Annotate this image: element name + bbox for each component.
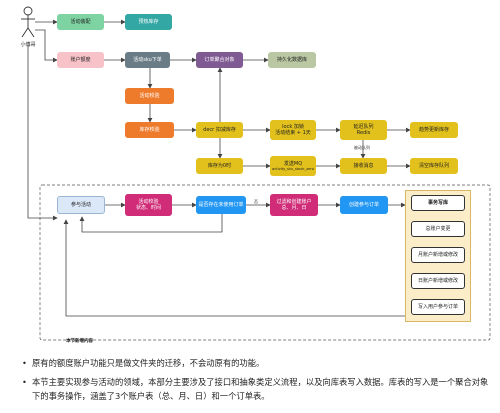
tx-item-day: 日账户新增或修改: [411, 273, 465, 289]
delay-queue-label-1: 延迟队列: [353, 123, 374, 130]
tx-item-month-label: 月账户新增或修改: [417, 251, 458, 258]
account-quota-node: 账户额度: [57, 52, 104, 68]
activity-check-label: 活动校验: [139, 92, 160, 99]
activity-check-node: 活动校验: [125, 88, 174, 104]
activity-sku-order-label: 活动sku下单: [133, 56, 162, 63]
filter-account-label-1: 过滤和创建账户: [276, 198, 312, 205]
tx-item-order: 写入用户参与订单: [411, 299, 465, 315]
activity-assembly-node: 活动装配: [57, 14, 104, 30]
decr-deduct-node: decr 扣减库存: [196, 122, 243, 138]
unused-order-node: 是否存在未使用订单: [196, 196, 246, 214]
edge-label-no: 否: [254, 199, 258, 204]
warmup-inventory-label: 预热库存: [138, 18, 159, 25]
note-item: • 原有的额度账户功能只是做文件夹的迁移，不会动原有的功能。: [22, 356, 492, 371]
inventory-check-label: 库存校验: [139, 126, 160, 133]
note-text-1: 原有的额度账户功能只是做文件夹的迁移，不会动原有的功能。: [32, 358, 265, 368]
inventory-zero-node: 库存为0时: [196, 158, 243, 174]
order-aggregate-node: 订单聚合对象: [196, 52, 243, 68]
tx-title-label: 事务写库: [427, 199, 448, 206]
trend-update-node: 趋势更新库存: [410, 122, 458, 138]
activity-check2-label-1: 活动校验: [138, 198, 159, 205]
participate-label: 参与活动: [70, 201, 91, 208]
bullet-icon: •: [22, 358, 27, 368]
note-text-2: 本节主要实现参与活动的领域，本部分主要涉及了接口和抽象类定义流程，以及向库表写入…: [32, 376, 489, 402]
activity-assembly-label: 活动装配: [70, 18, 91, 25]
persist-db-label: 持久化数据库: [276, 56, 307, 63]
activity-sku-order-node: 活动sku下单: [125, 52, 170, 68]
lock-label-1: lock 加锁: [282, 123, 304, 130]
inventory-check-node: 库存校验: [125, 122, 174, 138]
filter-account-node: 过滤和创建账户 总、月、日: [270, 194, 318, 216]
tx-item-total-label: 总账户变更: [425, 225, 451, 232]
trend-update-label: 趋势更新库存: [418, 126, 449, 133]
activity-check2-node: 活动校验 状态、时间: [125, 194, 172, 216]
tx-title-node: 事务写库: [411, 195, 465, 211]
warmup-inventory-node: 预热库存: [125, 14, 172, 30]
tx-item-order-label: 写入用户参与订单: [417, 303, 458, 310]
decr-deduct-label: decr 扣减库存: [203, 126, 236, 133]
delay-queue-label-2: Redis: [356, 130, 371, 136]
bullet-icon: •: [22, 376, 27, 387]
clear-queue-node: 清空库存队列: [410, 158, 458, 174]
notes-list: • 原有的额度账户功能只是做文件夹的迁移，不会动原有的功能。 • 本节主要实现参…: [22, 356, 492, 404]
send-mq-node: 发送MQ activity_sku_stock_zero: [270, 156, 316, 176]
create-order-label: 创建参与订单: [348, 201, 379, 208]
lock-label-2: 活动结束 + 1天: [275, 130, 311, 136]
send-mq-label-1: 发送MQ: [283, 160, 303, 167]
activity-check2-label-2: 状态、时间: [135, 205, 161, 211]
inventory-zero-label: 库存为0时: [207, 162, 232, 169]
send-mq-label-2: activity_sku_stock_zero: [272, 166, 314, 171]
actor-icon: [21, 6, 35, 38]
region-label: 本节新增内容: [66, 339, 93, 344]
receive-msg-label: 接收消息: [353, 162, 374, 169]
filter-account-label-2: 总、月、日: [281, 205, 307, 211]
participate-node: 参与活动: [57, 196, 105, 214]
create-order-node: 创建参与订单: [340, 196, 388, 214]
tx-item-total: 总账户变更: [411, 221, 465, 237]
actor-label: 小傅哥: [20, 42, 36, 48]
account-quota-label: 账户额度: [70, 56, 91, 63]
tx-item-day-label: 日账户新增或修改: [417, 277, 458, 284]
lock-node: lock 加锁 活动结束 + 1天: [270, 120, 316, 140]
edge-label-consume: 被动队列: [354, 145, 370, 150]
clear-queue-label: 清空库存队列: [418, 162, 449, 169]
new-content-region: [39, 184, 491, 341]
persist-db-node: 持久化数据库: [268, 52, 316, 68]
receive-msg-node: 接收消息: [340, 158, 387, 174]
order-aggregate-label: 订单聚合对象: [204, 56, 235, 63]
unused-order-label: 是否存在未使用订单: [198, 201, 244, 208]
delay-queue-node: 延迟队列 Redis: [340, 120, 387, 140]
note-item: • 本节主要实现参与活动的领域，本部分主要涉及了接口和抽象类定义流程，以及向库表…: [22, 375, 492, 404]
tx-item-month: 月账户新增或修改: [411, 247, 465, 263]
